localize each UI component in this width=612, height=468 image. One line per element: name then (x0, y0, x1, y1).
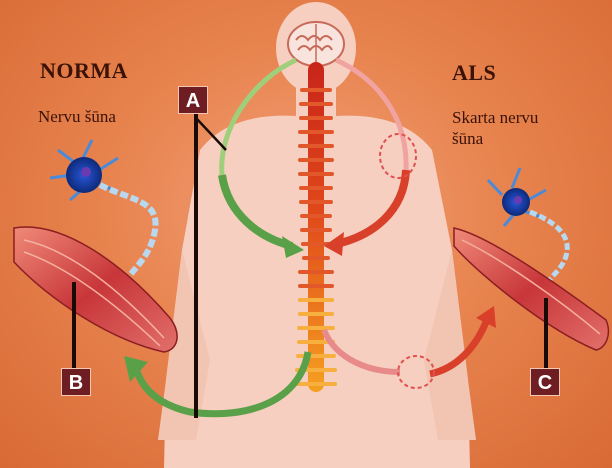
damaged-muscle (454, 228, 608, 350)
brain (288, 22, 344, 66)
normal-nerve-cell-label: Nervu šūna (38, 106, 116, 127)
marker-b: B (61, 368, 91, 396)
als-panel-title: ALS (452, 60, 496, 86)
marker-c: C (530, 368, 560, 396)
damaged-nerve-cell-label-line2: šūna (452, 128, 483, 149)
damaged-nerve-cell-label-line1: Skarta nervu (452, 107, 538, 128)
normal-panel-title: NORMA (40, 58, 128, 84)
marker-a: A (178, 86, 208, 114)
